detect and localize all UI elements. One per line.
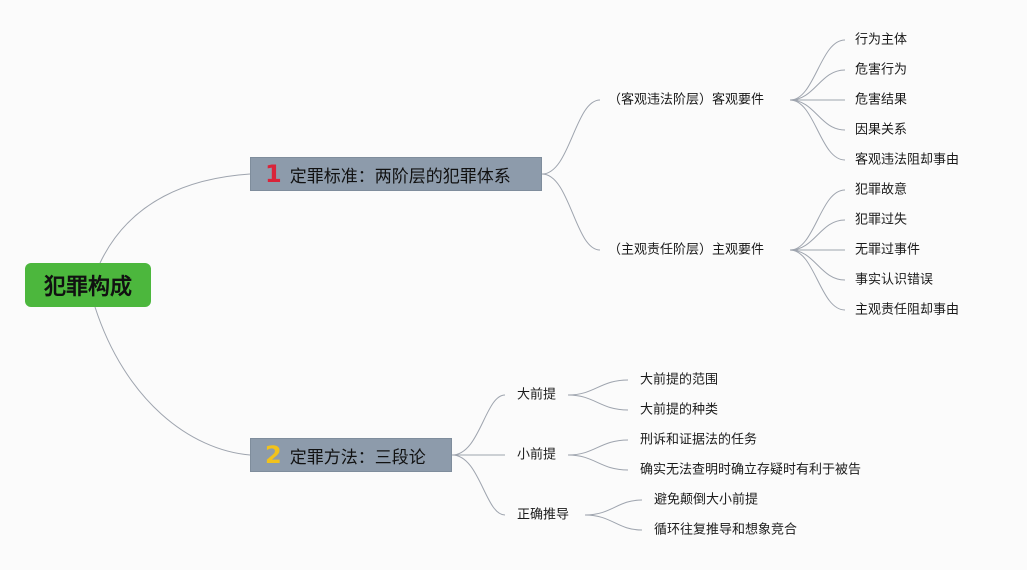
leaf-node[interactable]: 因果关系 [855,122,908,138]
root-node[interactable]: 犯罪构成 [25,263,151,307]
leaf-node[interactable]: 避免颠倒大小前提 [654,492,759,508]
branch-label-2: 定罪方法：三段论 [289,447,426,468]
leaf-node[interactable]: 客观违法阻却事由 [855,152,960,168]
branch-number-1: 1 [265,160,282,188]
branch-number-2: 2 [265,441,282,469]
leaf-node[interactable]: 犯罪故意 [855,182,908,198]
branch-label-1: 定罪标准：两阶层的犯罪体系 [289,166,511,187]
subnode-major-premise[interactable]: 大前提 [517,387,557,403]
leaf-node[interactable]: 大前提的范围 [640,372,719,388]
branch-node-1[interactable]: 1 定罪标准：两阶层的犯罪体系 [250,157,542,191]
leaf-node[interactable]: 主观责任阻却事由 [855,302,960,318]
leaf-node[interactable]: 危害行为 [855,62,908,78]
leaf-node[interactable]: 大前提的种类 [640,402,719,418]
leaf-node[interactable]: 危害结果 [855,92,908,108]
leaf-node[interactable]: 确实无法查明时确立存疑时有利于被告 [640,462,862,478]
leaf-node[interactable]: 行为主体 [855,32,908,48]
subnode-minor-premise[interactable]: 小前提 [517,447,557,463]
leaf-node[interactable]: 循环往复推导和想象竞合 [654,522,798,538]
leaf-node[interactable]: 事实认识错误 [855,272,934,288]
branch-node-2[interactable]: 2 定罪方法：三段论 [250,438,452,472]
leaf-node[interactable]: 犯罪过失 [855,212,908,228]
leaf-node[interactable]: 无罪过事件 [855,242,921,258]
leaf-node[interactable]: 刑诉和证据法的任务 [640,432,758,448]
subnode-subjective[interactable]: （主观责任阶层）主观要件 [608,242,765,258]
subnode-objective[interactable]: （客观违法阶层）客观要件 [608,92,765,108]
subnode-correct-deduction[interactable]: 正确推导 [517,507,570,523]
